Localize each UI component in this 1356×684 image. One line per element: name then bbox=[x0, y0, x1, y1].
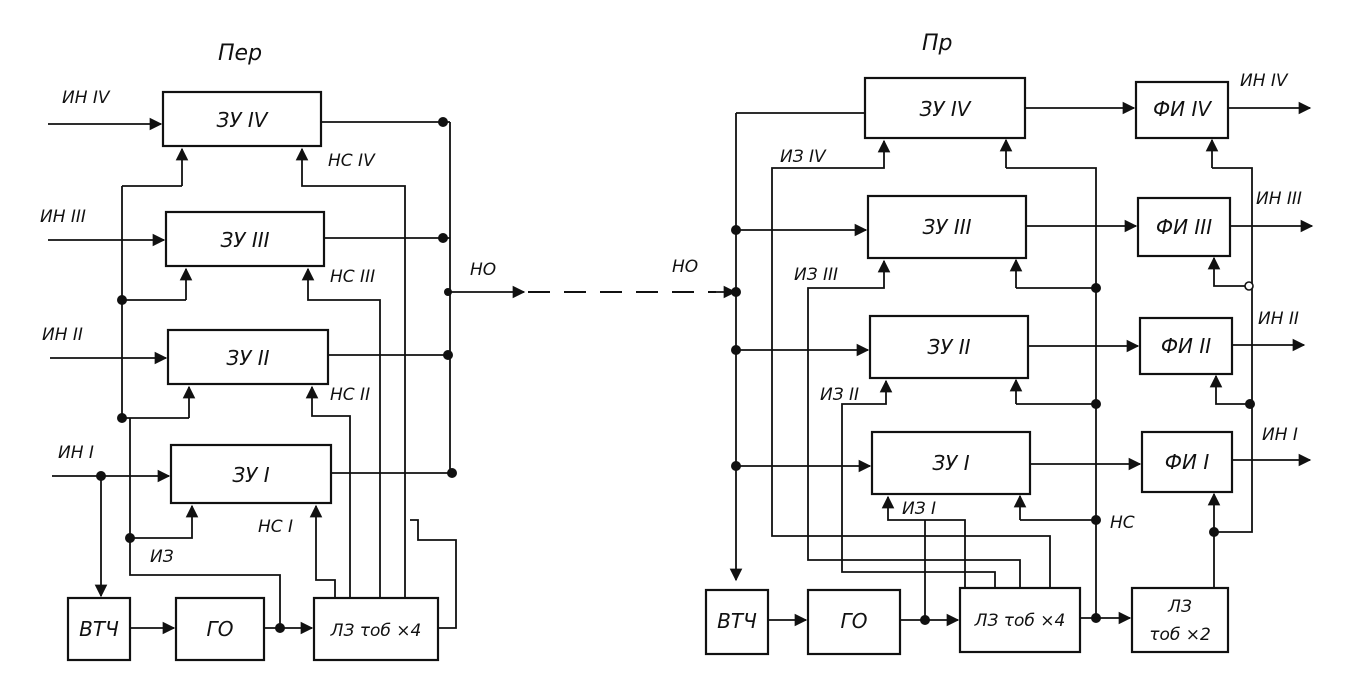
tx-read-line-ii bbox=[305, 385, 351, 598]
rx-delay-block bbox=[958, 586, 1082, 654]
rx-node bbox=[1209, 527, 1219, 537]
tx-delay-block bbox=[312, 596, 440, 662]
rx-node bbox=[1091, 515, 1101, 525]
rx-zu-iv-label: ЗУ IV bbox=[920, 97, 972, 121]
rx-delay2-label-bottom: τоб ×2 bbox=[1149, 625, 1211, 645]
rx-fi-ii-label: ФИ II bbox=[1161, 334, 1211, 358]
rx-zu-i-block bbox=[870, 430, 1032, 496]
tx-read-label-iii: НС III bbox=[330, 267, 375, 287]
tx-node bbox=[117, 295, 127, 305]
rx-strobe-arrow-iii bbox=[1207, 256, 1252, 287]
rx-delay2-label-top: ЛЗ bbox=[1167, 597, 1192, 617]
tx-read-label-iv: НС IV bbox=[328, 151, 376, 171]
rx-btch-label: ВТЧ bbox=[717, 609, 757, 633]
rx-node bbox=[1245, 399, 1255, 409]
rx-write-label-ii: ИЗ II bbox=[820, 385, 859, 405]
rx-input-label: НО bbox=[672, 257, 698, 277]
rx-zu-ii-block bbox=[868, 314, 1030, 380]
tx-go-block bbox=[174, 596, 266, 662]
tx-node bbox=[125, 533, 135, 543]
tx-btch-block bbox=[66, 596, 132, 662]
rx-go-block bbox=[806, 588, 902, 656]
rx-zu-i-label: ЗУ I bbox=[932, 451, 969, 475]
tx-go-label: ГО bbox=[207, 617, 234, 641]
rx-fi-i-label: ФИ I bbox=[1165, 450, 1210, 474]
tx-node bbox=[444, 288, 452, 296]
receiver-title: Пр bbox=[922, 31, 953, 56]
rx-output-iii-label: ИН III bbox=[1256, 189, 1302, 209]
tx-node bbox=[443, 350, 453, 360]
rx-strobe-bus bbox=[1212, 167, 1253, 588]
rx-node bbox=[731, 287, 741, 297]
tx-input-iii-label: ИН III bbox=[40, 207, 86, 227]
rx-read-label: НС bbox=[1110, 513, 1135, 533]
rx-node bbox=[731, 461, 741, 471]
rx-fi-ii-block bbox=[1138, 316, 1234, 376]
tx-read-line-iv bbox=[295, 147, 406, 598]
rx-zu-iii-label: ЗУ III bbox=[922, 215, 971, 239]
tx-read-line-iii bbox=[301, 267, 381, 598]
tx-delay-feedback bbox=[410, 519, 457, 629]
rx-fi-iii-label: ФИ III bbox=[1156, 215, 1212, 239]
tx-zu-iii-block bbox=[164, 210, 326, 268]
rx-read-bus bbox=[1006, 167, 1097, 618]
tx-delay-label: ЛЗ τоб ×4 bbox=[330, 621, 422, 641]
rx-write-label-iii: ИЗ III bbox=[794, 265, 838, 285]
rx-write-line-iii bbox=[807, 259, 1021, 588]
rx-write-line-iv bbox=[771, 139, 1051, 588]
rx-delay2-block bbox=[1130, 586, 1230, 654]
rx-output-ii-label: ИН II bbox=[1258, 309, 1299, 329]
rx-write-label-iv: ИЗ IV bbox=[780, 147, 827, 167]
rx-fi-iii-block bbox=[1136, 196, 1232, 258]
rx-fi-iv-label: ФИ IV bbox=[1153, 97, 1212, 121]
tx-node bbox=[447, 468, 457, 478]
tx-node bbox=[438, 117, 448, 127]
tx-zu-i-label: ЗУ I bbox=[232, 463, 269, 487]
tx-btch-label: ВТЧ bbox=[79, 617, 119, 641]
rx-write-line-ii bbox=[841, 379, 996, 588]
tx-input-iv-label: ИН IV bbox=[62, 88, 111, 108]
tx-input-i-label: ИН I bbox=[58, 443, 94, 463]
tx-read-line-i bbox=[309, 504, 336, 598]
tx-node bbox=[438, 233, 448, 243]
rx-node bbox=[731, 345, 741, 355]
rx-zu-ii-label: ЗУ II bbox=[927, 335, 970, 359]
tx-node bbox=[275, 623, 285, 633]
rx-go-label: ГО bbox=[841, 609, 868, 633]
rx-fi-i-block bbox=[1140, 430, 1234, 494]
rx-node bbox=[1091, 283, 1101, 293]
tx-write-label: ИЗ bbox=[150, 547, 174, 567]
tx-read-label-i: НС I bbox=[258, 517, 293, 537]
tx-read-label-ii: НС II bbox=[330, 385, 370, 405]
tx-zu-i-block bbox=[169, 443, 333, 505]
tx-zu-iii-label: ЗУ III bbox=[220, 228, 269, 252]
tx-output-bus bbox=[321, 121, 451, 474]
tx-output-label: НО bbox=[470, 260, 496, 280]
rx-strobe-arrow-ii bbox=[1209, 374, 1252, 405]
tx-write-arrow-i bbox=[130, 504, 199, 539]
tx-node bbox=[117, 413, 127, 423]
rx-btch-block bbox=[704, 588, 770, 656]
tx-node bbox=[96, 471, 106, 481]
rx-output-i-label: ИН I bbox=[1262, 425, 1298, 445]
rx-write-line-i bbox=[881, 495, 966, 588]
tx-zu-ii-label: ЗУ II bbox=[226, 346, 269, 370]
rx-write-label-i: ИЗ I bbox=[902, 499, 936, 519]
tx-zu-iv-label: ЗУ IV bbox=[217, 108, 269, 132]
transmitter-title: Пер bbox=[218, 41, 262, 66]
tx-zu-ii-block bbox=[166, 328, 330, 386]
rx-delay-label: ЛЗ τоб ×4 bbox=[974, 611, 1066, 631]
rx-node bbox=[731, 225, 741, 235]
rx-fi-iv-block bbox=[1134, 80, 1230, 140]
tx-zu-iv-block bbox=[161, 90, 323, 148]
rx-output-iv-label: ИН IV bbox=[1240, 71, 1289, 91]
rx-zu-iii-block bbox=[866, 194, 1028, 260]
rx-zu-iv-block bbox=[863, 76, 1027, 140]
rx-node bbox=[1091, 399, 1101, 409]
rx-node-open bbox=[1244, 281, 1254, 291]
tx-input-ii-label: ИН II bbox=[42, 325, 83, 345]
